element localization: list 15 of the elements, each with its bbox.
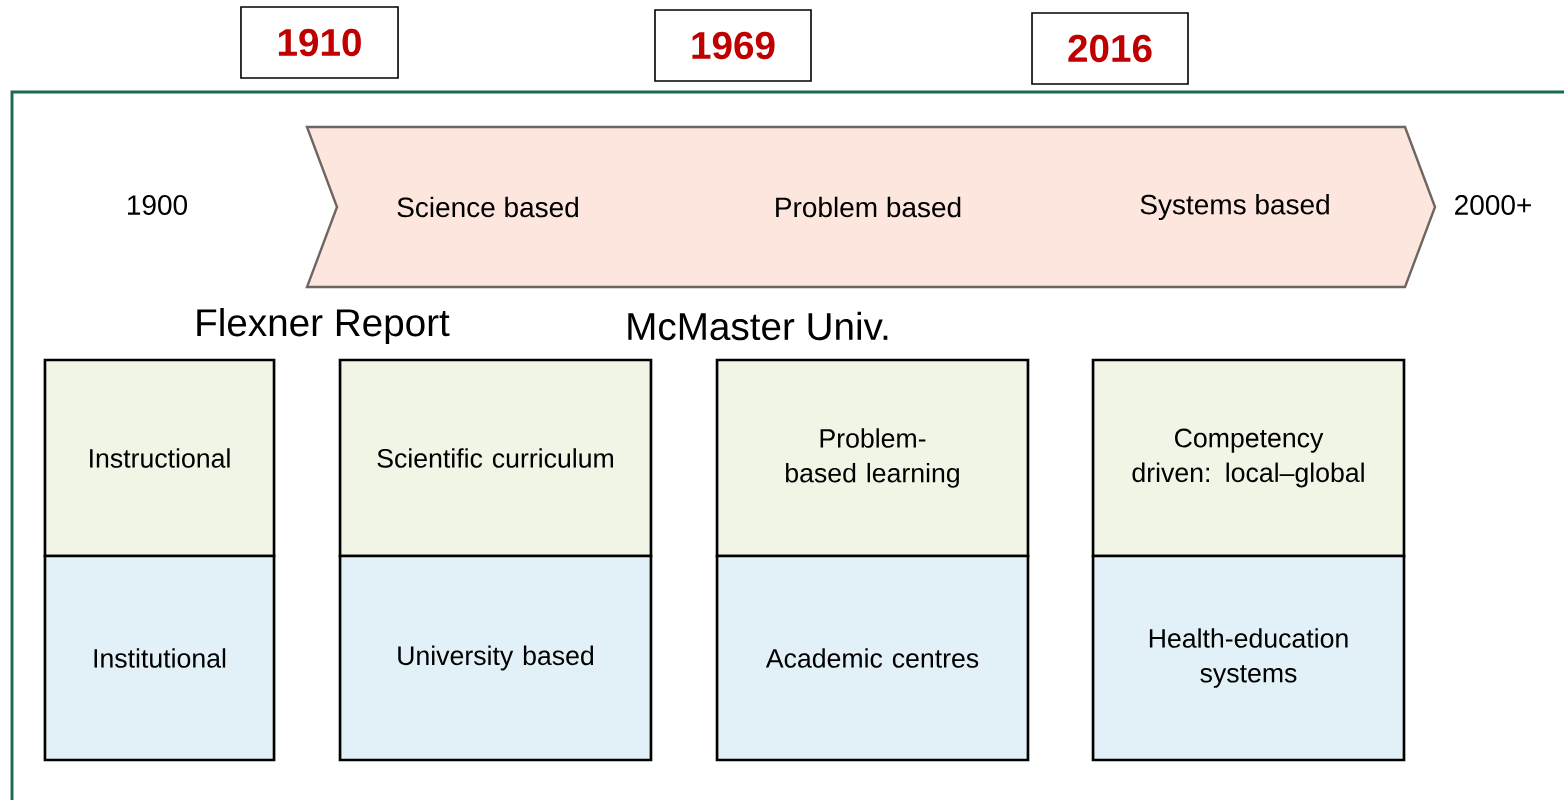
timeline-arrow-band: Science based Problem based Systems based [305, 125, 1437, 289]
year-label: 1900 [128, 195, 188, 215]
event-label: McMaster Univ. [628, 311, 888, 341]
year-box: 2016 [1031, 12, 1189, 85]
event-label: Flexner Report [197, 308, 450, 345]
table-cell: Instructional [43, 358, 276, 558]
table-cell: Scientific curriculum [338, 358, 653, 558]
table-cell: Health-education systems [1091, 554, 1406, 762]
table-cell: Competency driven: local–global [1091, 358, 1406, 558]
table-cell: Academic centres [715, 554, 1030, 762]
table-cell: Problem-based learning [715, 358, 1030, 558]
table-cell: Institutional [43, 554, 276, 762]
year-box: 1910 [240, 6, 399, 79]
table-cell: University based [338, 554, 653, 762]
year-box: 1969 [654, 9, 812, 82]
